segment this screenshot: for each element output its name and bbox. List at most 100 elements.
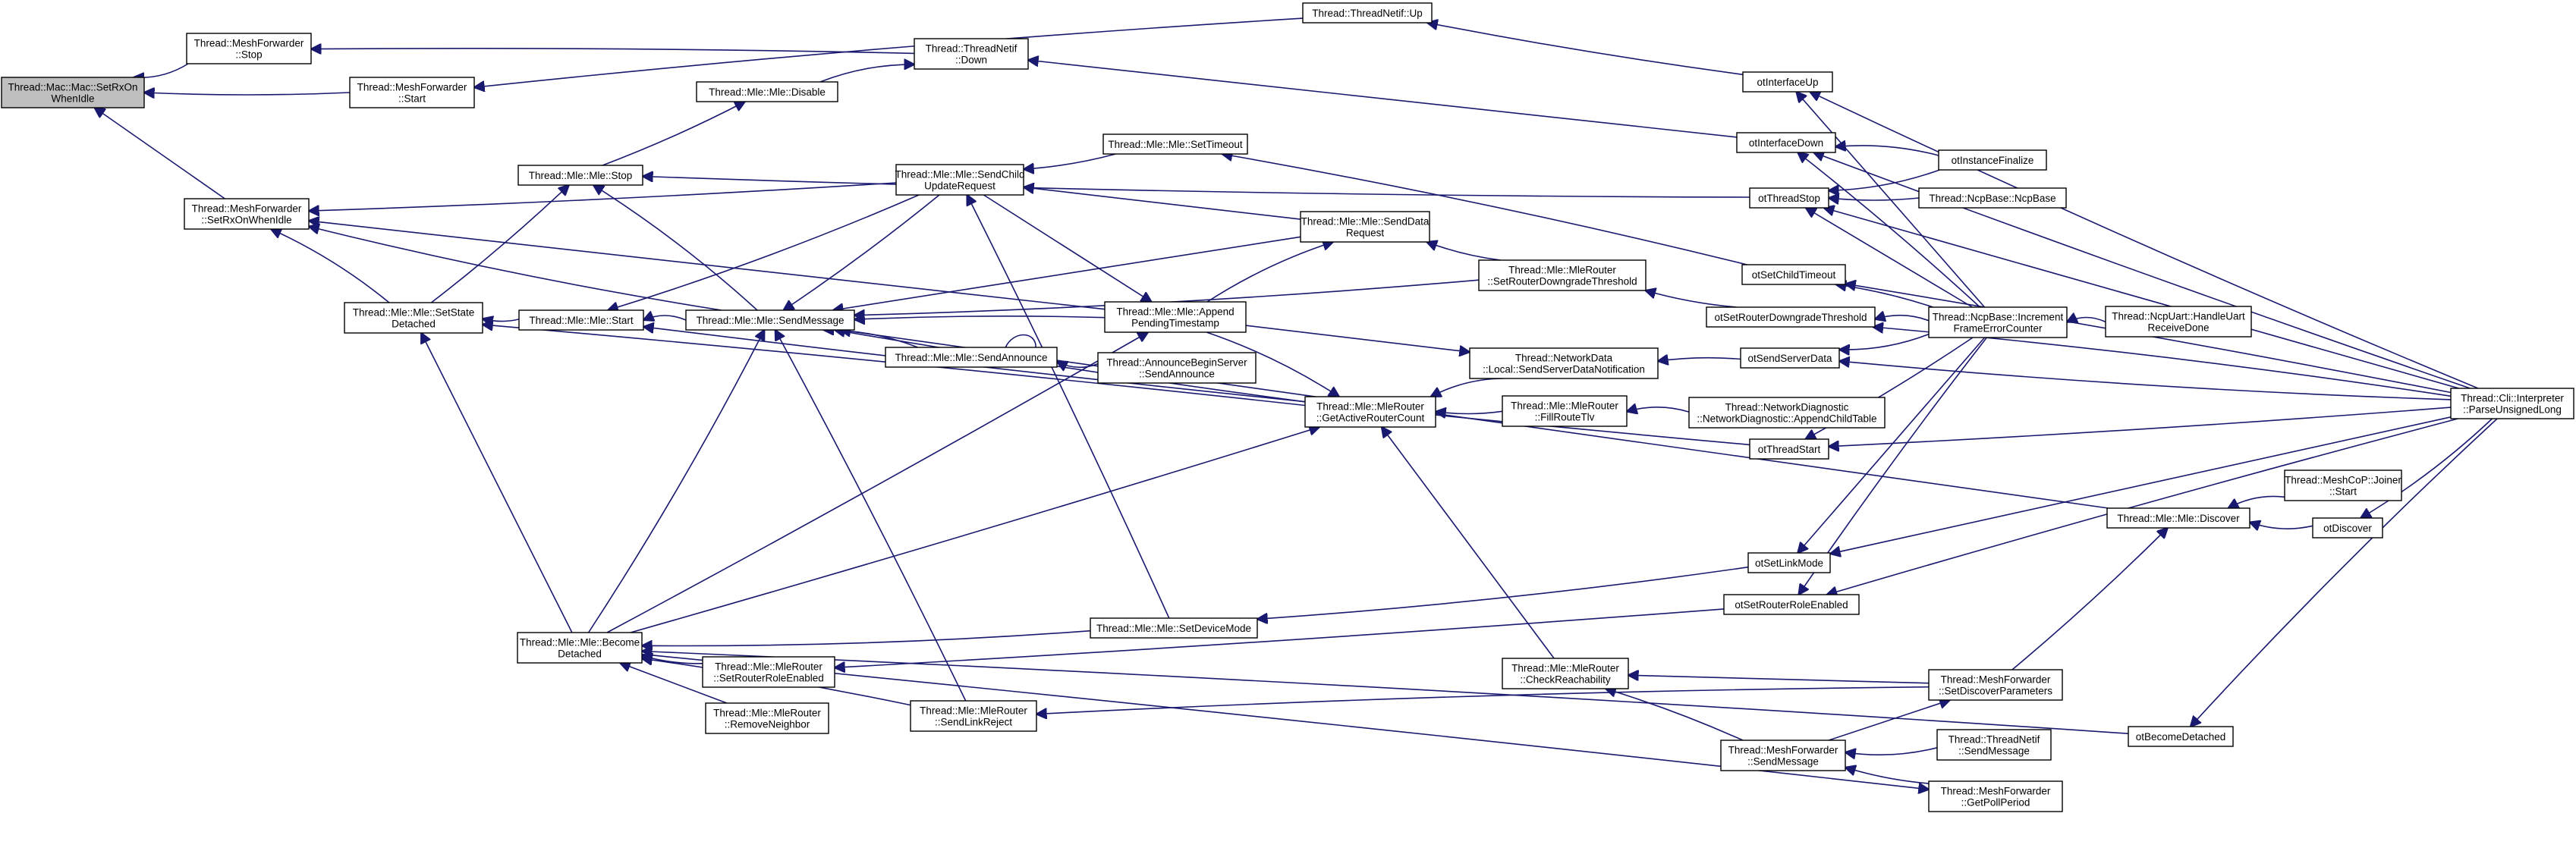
graph-node-mf-setdiscover[interactable]: Thread::MeshForwarder::SetDiscoverParame…: [1928, 669, 2063, 701]
node-box: [1706, 306, 1876, 328]
node-label: Thread::Mle::Mle::SendAnnounce: [895, 352, 1047, 363]
graph-node-mle-discover[interactable]: Thread::Mle::Mle::Discover: [2106, 507, 2250, 529]
graph-node-mle-stop[interactable]: Thread::Mle::Mle::Stop: [517, 165, 643, 186]
node-box: [1469, 347, 1659, 379]
graph-node-mf-stop[interactable]: Thread::MeshForwarder::Stop: [186, 33, 312, 64]
call-edge: [1024, 187, 1301, 220]
node-box: [1749, 438, 1829, 460]
graph-node-mlerouter-getactive[interactable]: Thread::Mle::MleRouter::GetActiveRouterC…: [1304, 396, 1436, 428]
graph-node-setrxonwhenidle-mac[interactable]: Thread::Mac::Mac::SetRxOnWhenIdle: [1, 77, 145, 108]
graph-node-mlerouter-downgrade[interactable]: Thread::Mle::MleRouter::SetRouterDowngra…: [1478, 259, 1647, 291]
node-label: Thread::NcpUart::HandleUart: [2112, 311, 2245, 322]
node-label: ::NetworkDiagnostic::AppendChildTable: [1697, 413, 1876, 425]
graph-node-netif-down[interactable]: Thread::ThreadNetif::Down: [914, 38, 1029, 70]
node-label: ::FillRouteTlv: [1535, 412, 1595, 423]
graph-node-mlerouter-sendlinkreject[interactable]: Thread::Mle::MleRouter::SendLinkReject: [910, 700, 1037, 732]
call-edge: [1028, 60, 1738, 138]
call-edge: [1845, 768, 1930, 784]
call-edge: [134, 63, 189, 77]
graph-node-mlerouter-fillroute[interactable]: Thread::Mle::MleRouter::FillRouteTlv: [1502, 395, 1628, 427]
graph-node-mf-getpoll[interactable]: Thread::MeshForwarder::GetPollPeriod: [1928, 780, 2063, 812]
graph-node-ot-threadstart[interactable]: otThreadStart: [1749, 438, 1829, 460]
node-box: [914, 38, 1029, 70]
node-box: [1749, 187, 1829, 209]
node-label: ::SetDiscoverParameters: [1939, 686, 2052, 697]
graph-node-ot-becomedetached[interactable]: otBecomeDetached: [2128, 726, 2234, 747]
graph-node-mle-setdevicemode[interactable]: Thread::Mle::Mle::SetDeviceMode: [1090, 617, 1258, 639]
node-box: [1104, 301, 1247, 333]
graph-node-netif-up[interactable]: Thread::ThreadNetif::Up: [1302, 2, 1433, 24]
graph-node-netif-sendmessage[interactable]: Thread::ThreadNetif::SendMessage: [1936, 729, 2052, 761]
graph-node-netdata-local[interactable]: Thread::NetworkData::Local::SendServerDa…: [1469, 347, 1659, 379]
node-label: Thread::ThreadNetif::Up: [1312, 8, 1423, 19]
graph-node-ot-sendserverdata[interactable]: otSendServerData: [1740, 347, 1840, 369]
graph-node-ot-interfaceup[interactable]: otInterfaceUp: [1742, 71, 1833, 93]
graph-node-cli-parse[interactable]: Thread::Cli::Interpreter::ParseUnsignedL…: [2450, 388, 2574, 419]
node-label: ::GetPollPeriod: [1961, 797, 2030, 809]
call-edge: [854, 316, 1106, 319]
graph-node-mf-setrx[interactable]: Thread::MeshForwarder::SetRxOnWhenIdle: [184, 198, 310, 230]
node-label: Thread::Mle::MleRouter: [1508, 265, 1616, 276]
graph-node-mlerouter-setrouterrole[interactable]: Thread::Mle::MleRouter::SetRouterRoleEna…: [702, 656, 835, 688]
graph-node-netdiag-append[interactable]: Thread::NetworkDiagnostic::NetworkDiagno…: [1688, 397, 1886, 429]
call-edge: [1206, 242, 1333, 303]
graph-node-ot-interfacedown[interactable]: otInterfaceDown: [1736, 132, 1836, 153]
graph-node-mle-sendmsg[interactable]: Thread::Mle::Mle::SendMessage: [685, 309, 855, 331]
graph-node-ncpbase-increment[interactable]: Thread::NcpBase::IncrementFrameErrorCoun…: [1928, 306, 2068, 338]
node-label: Thread::Mle::Mle::SendMessage: [696, 315, 844, 326]
node-label: Detached: [558, 648, 602, 660]
node-label: Thread::ThreadNetif: [1949, 734, 2040, 746]
node-box: [1742, 71, 1833, 93]
graph-node-ncpbase-ncpbase[interactable]: Thread::NcpBase::NcpBase: [1918, 187, 2067, 209]
graph-node-ot-setrouterdowngrade[interactable]: otSetRouterDowngradeThreshold: [1706, 306, 1876, 328]
graph-node-announce-begin[interactable]: Thread::AnnounceBeginServer::SendAnnounc…: [1097, 352, 1257, 384]
graph-node-mf-sendmessage[interactable]: Thread::MeshForwarder::SendMessage: [1720, 740, 1846, 771]
graph-node-mf-start[interactable]: Thread::MeshForwarder::Start: [349, 77, 475, 108]
call-edge: [1606, 689, 1744, 741]
node-label: PendingTimestamp: [1131, 318, 1219, 329]
call-edge: [95, 108, 225, 199]
graph-node-ot-setrouterrole[interactable]: otSetRouterRoleEnabled: [1723, 594, 1860, 615]
call-edge: [1036, 686, 1930, 714]
call-edge: [144, 93, 351, 95]
call-edge: [606, 332, 1148, 633]
graph-node-mlerouter-removeneighbor[interactable]: Thread::Mle::MleRouter::RemoveNeighbor: [705, 702, 829, 734]
call-edge: [967, 195, 1170, 619]
graph-node-ot-setchildtimeout[interactable]: otSetChildTimeout: [1741, 264, 1846, 285]
call-edge: [2191, 418, 2498, 727]
call-edge: [1835, 146, 1939, 156]
call-edge: [775, 330, 967, 702]
call-edge: [643, 177, 1750, 198]
graph-node-ot-threadstop[interactable]: otThreadStop: [1749, 187, 1829, 209]
graph-node-ot-instancefinalize[interactable]: otInstanceFinalize: [1938, 149, 2047, 171]
call-edge: [1426, 242, 1501, 261]
graph-node-mle-settimeout[interactable]: Thread::Mle::Mle::SetTimeout: [1102, 133, 1248, 155]
graph-node-mle-sendannounce[interactable]: Thread::Mle::Mle::SendAnnounce: [885, 347, 1058, 368]
node-label: Thread::Mle::Mle::Start: [529, 315, 634, 326]
node-label: Thread::Cli::Interpreter: [2461, 393, 2564, 404]
graph-node-mlerouter-checkreach[interactable]: Thread::Mle::MleRouter::CheckReachabilit…: [1502, 658, 1629, 689]
call-edge: [1829, 198, 1920, 200]
graph-node-ot-setlinkmode[interactable]: otSetLinkMode: [1747, 552, 1831, 573]
graph-node-meshcop-joiner[interactable]: Thread::MeshCoP::Joiner::Start: [2284, 469, 2402, 501]
node-label: Thread::Mle::Mle::Discover: [2117, 513, 2240, 524]
node-box: [1918, 187, 2067, 209]
graph-node-mle-disable[interactable]: Thread::Mle::Mle::Disable: [696, 81, 838, 102]
node-label: Thread::Mle::MleRouter: [920, 705, 1027, 717]
graph-node-ot-discover[interactable]: otDiscover: [2312, 517, 2383, 539]
node-label: UpdateRequest: [924, 181, 995, 192]
call-edge: [1798, 152, 1981, 308]
call-edge: [1798, 337, 1986, 553]
node-label: Thread::Mle::Mle::Stop: [529, 170, 633, 181]
node-label: Thread::ThreadNetif: [926, 43, 1018, 55]
node-box: [517, 632, 643, 664]
graph-node-mle-become[interactable]: Thread::Mle::Mle::BecomeDetached: [517, 632, 643, 664]
graph-node-mle-start[interactable]: Thread::Mle::Mle::Start: [518, 309, 644, 331]
call-edge: [1828, 700, 1950, 741]
